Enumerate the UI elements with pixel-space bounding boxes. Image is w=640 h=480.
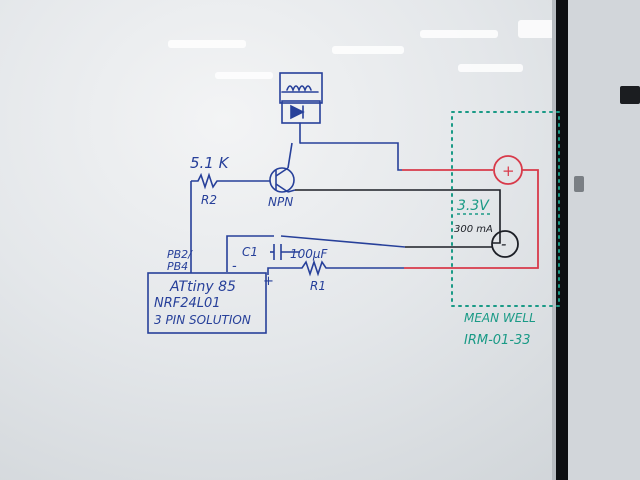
wall-fixture [620, 86, 640, 104]
label-mcu-1: ATtiny 85 [169, 279, 236, 295]
frame-edge [552, 0, 556, 480]
psu-plus-terminal [493, 155, 523, 185]
label-psu-brand: MEAN WELL [464, 311, 536, 325]
label-pin-2: PB4 [167, 260, 188, 273]
capacitor-c1 [226, 235, 406, 272]
label-psu-model: IRM-01-33 [464, 333, 531, 348]
label-plus: + [263, 274, 274, 289]
label-mcu-3: 3 PIN SOLUTION [154, 313, 251, 327]
psu-outline [451, 111, 560, 307]
red-rail-right [404, 169, 539, 269]
label-minus: - [232, 259, 237, 274]
resistor-r1 [267, 259, 404, 277]
board-frame-bar [555, 0, 568, 480]
label-c1: C1 [242, 245, 258, 259]
relay-wire [300, 142, 402, 171]
label-npn: NPN [268, 195, 293, 209]
wall-hook [574, 176, 584, 192]
label-psu-minus: - [501, 235, 506, 253]
label-mcu-2: NRF24L01 [154, 296, 221, 311]
label-psu-plus: + [502, 162, 515, 180]
relay-symbol [279, 72, 323, 144]
mcu-box [147, 272, 267, 334]
wall-right [566, 0, 640, 480]
label-r1: R1 [310, 279, 326, 293]
npn-transistor [269, 142, 296, 193]
resistor-r2 [191, 172, 270, 190]
label-pin-1: PB2/ [167, 248, 193, 261]
label-psu-current: 300 mA [454, 224, 493, 235]
emitter-wire [295, 189, 501, 244]
psu-minus-terminal [491, 230, 519, 258]
light-reflections [168, 20, 556, 79]
label-r2-value: 5.1 K [190, 154, 230, 172]
label-psu-voltage: 3.3V [457, 198, 490, 214]
label-c1-value: 100µF [290, 247, 329, 261]
label-r2-name: R2 [201, 193, 217, 207]
